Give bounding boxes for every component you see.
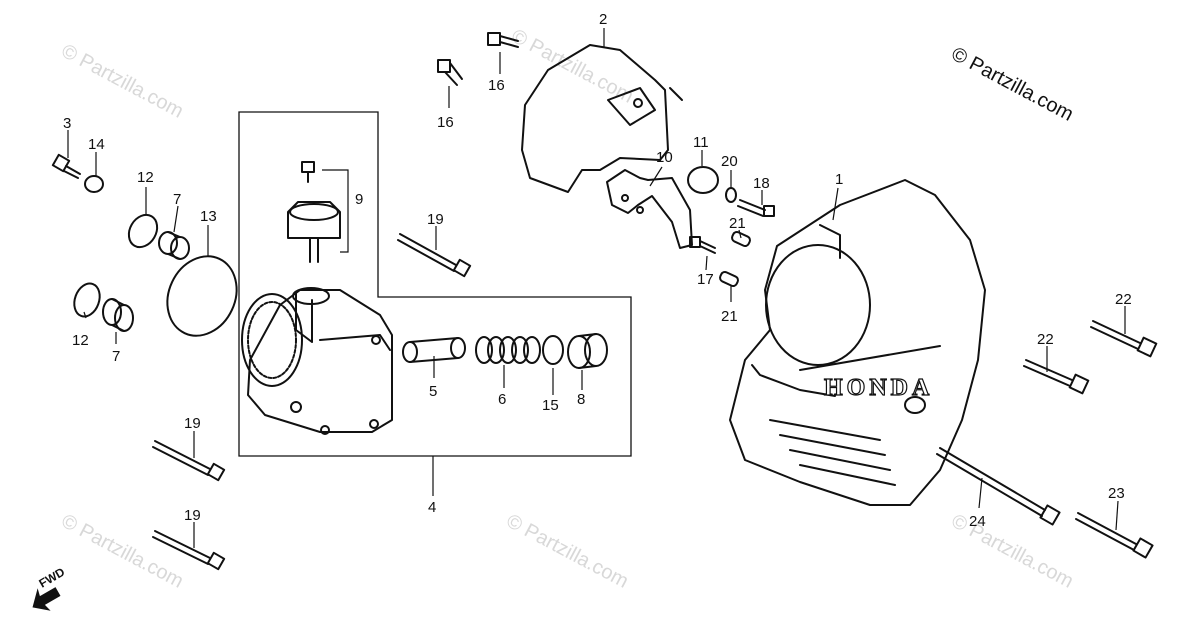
callout-19-lower: 19 bbox=[184, 507, 201, 524]
callout-11: 11 bbox=[693, 134, 709, 151]
callout-21-lower: 21 bbox=[721, 308, 738, 325]
callout-14: 14 bbox=[88, 136, 105, 153]
bolt-part-23 bbox=[1075, 512, 1154, 559]
callout-12-lower: 12 bbox=[72, 332, 89, 349]
bolt-part-22-upper bbox=[1090, 320, 1158, 358]
pump-pin-part-5 bbox=[402, 337, 466, 363]
bolt-part-3 bbox=[51, 153, 81, 179]
watermark-group: © Partzilla.com © Partzilla.com © Partzi… bbox=[58, 25, 1077, 593]
oil-pump-body bbox=[241, 287, 393, 435]
callout-7-upper: 7 bbox=[173, 191, 181, 208]
watermark-top-left: © Partzilla.com bbox=[58, 40, 187, 123]
o-ring-part-12-lower bbox=[73, 282, 101, 318]
callout-10: 10 bbox=[656, 149, 673, 166]
callout-numbers: 2 1 3 14 12 7 13 12 7 16 16 9 10 11 20 1… bbox=[63, 11, 1132, 530]
washer-part-15 bbox=[542, 335, 564, 365]
callout-16-upper: 16 bbox=[488, 77, 505, 94]
callout-7-lower: 7 bbox=[112, 348, 120, 365]
bracket-part-10 bbox=[606, 169, 693, 249]
callout-24: 24 bbox=[969, 513, 986, 530]
dowel-part-21-upper bbox=[731, 230, 751, 248]
assembly-box-outline bbox=[238, 111, 632, 457]
callout-23: 23 bbox=[1108, 485, 1125, 502]
callout-5: 5 bbox=[429, 383, 437, 400]
bolt-part-19-middle bbox=[152, 440, 226, 482]
watermark-bottom-left: © Partzilla.com bbox=[58, 510, 187, 593]
watermark-top-center: © Partzilla.com bbox=[508, 25, 637, 108]
watermark-bottom-right: © Partzilla.com bbox=[948, 510, 1077, 593]
cap-part-8 bbox=[567, 333, 608, 369]
fwd-arrow: FWD bbox=[32, 565, 68, 611]
bolt-part-18 bbox=[737, 199, 775, 217]
dowel-part-7-upper bbox=[158, 231, 190, 260]
callout-6: 6 bbox=[498, 391, 506, 408]
callout-18: 18 bbox=[753, 175, 770, 192]
bolt-part-22-lower bbox=[1023, 359, 1090, 395]
washer-part-20 bbox=[725, 187, 737, 203]
callout-3: 3 bbox=[63, 115, 71, 132]
callout-2: 2 bbox=[599, 11, 607, 28]
callout-19-middle: 19 bbox=[184, 415, 201, 432]
callout-8: 8 bbox=[577, 391, 585, 408]
callout-20: 20 bbox=[721, 153, 738, 170]
dowel-part-21-lower bbox=[719, 270, 739, 288]
copyright-notice: © Partzilla.com bbox=[948, 43, 1077, 126]
callout-21-upper: 21 bbox=[729, 215, 746, 232]
crankcase-cover-part-1: HONDA bbox=[729, 179, 986, 506]
bolt-part-16-upper bbox=[487, 32, 519, 48]
leader-lines bbox=[67, 28, 1126, 548]
callout-15: 15 bbox=[542, 397, 559, 414]
bolt-part-17 bbox=[689, 236, 716, 254]
callout-12-upper: 12 bbox=[137, 169, 154, 186]
callout-17: 17 bbox=[697, 271, 714, 288]
o-ring-part-14 bbox=[84, 175, 104, 193]
callout-13: 13 bbox=[200, 208, 217, 225]
bolt-part-16-lower bbox=[437, 59, 463, 86]
bolt-part-24 bbox=[936, 447, 1061, 526]
bolt-part-19-upper bbox=[397, 233, 472, 278]
callout-16-lower: 16 bbox=[437, 114, 454, 131]
o-ring-part-13 bbox=[166, 255, 238, 337]
grommet-part-11 bbox=[687, 166, 719, 194]
spring-part-6 bbox=[475, 336, 541, 364]
callout-9: 9 bbox=[355, 191, 363, 208]
bolt-part-19-lower bbox=[152, 530, 226, 571]
leader-part-9 bbox=[322, 169, 349, 253]
callout-4: 4 bbox=[428, 499, 436, 516]
callout-22-lower: 22 bbox=[1037, 331, 1054, 348]
callout-22-upper: 22 bbox=[1115, 291, 1132, 308]
fwd-label: FWD bbox=[37, 565, 68, 591]
watermark-bottom-center: © Partzilla.com bbox=[503, 510, 632, 593]
callout-1: 1 bbox=[835, 171, 843, 188]
o-ring-part-12-upper bbox=[127, 213, 159, 249]
dowel-part-7-lower bbox=[102, 298, 134, 332]
cover-plate-part-2 bbox=[521, 44, 683, 193]
oil-pressure-switch-part-9 bbox=[287, 161, 341, 263]
callout-19-upper: 19 bbox=[427, 211, 444, 228]
